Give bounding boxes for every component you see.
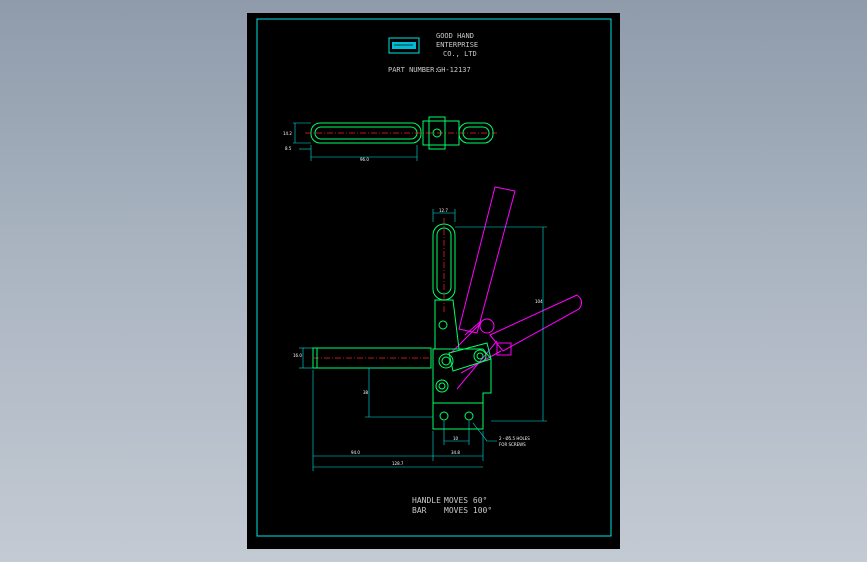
holes-note-1: 2 - Ø5.5 HOLES xyxy=(499,436,530,441)
handle-width-dim: 12.7 xyxy=(439,208,448,213)
overall-length-dim: 128.7 xyxy=(392,461,404,466)
top-offset-dim: 8.5 xyxy=(285,146,292,151)
mount-hole-1 xyxy=(439,411,449,421)
base-width-dim: 34.8 xyxy=(451,450,460,455)
top-length-dim: 96.0 xyxy=(360,157,369,162)
bar-note-value: MOVES 100° xyxy=(444,506,492,515)
company-line-3: CO., LTD xyxy=(443,50,477,58)
company-logo xyxy=(388,37,420,54)
pivot-4 xyxy=(435,379,449,393)
drawing-border xyxy=(256,18,612,537)
pivot-3 xyxy=(473,349,487,363)
holes-note-2: FOR SCREWS xyxy=(499,442,526,447)
overall-height-dim: 104 xyxy=(535,299,543,304)
base-height-dim: 38 xyxy=(363,390,369,395)
company-line-2: ENTERPRISE xyxy=(436,41,478,49)
pivot-1 xyxy=(438,320,448,330)
pivot-2 xyxy=(438,353,454,369)
open-position-outline xyxy=(450,186,583,390)
top-view xyxy=(293,116,497,161)
mount-hole-2 xyxy=(464,411,474,421)
part-number-label: PART NUMBER: xyxy=(388,66,439,74)
handle-note-value: MOVES 60° xyxy=(444,496,487,505)
company-line-1: GOOD HAND xyxy=(436,32,474,40)
bar-note-label: BAR xyxy=(412,506,427,515)
bar-height-dim: 16.0 xyxy=(293,353,302,358)
hole-spacing-dim: 10 xyxy=(453,436,459,441)
drawing-sheet: GOOD HAND ENTERPRISE CO., LTD PART NUMBE… xyxy=(247,13,620,549)
part-number-value: GH-12137 xyxy=(437,66,471,74)
handle-note-label: HANDLE xyxy=(412,496,441,505)
bar-length-dim: 94.0 xyxy=(351,450,360,455)
front-view xyxy=(299,186,583,471)
top-height-dim: 14.2 xyxy=(283,131,292,136)
